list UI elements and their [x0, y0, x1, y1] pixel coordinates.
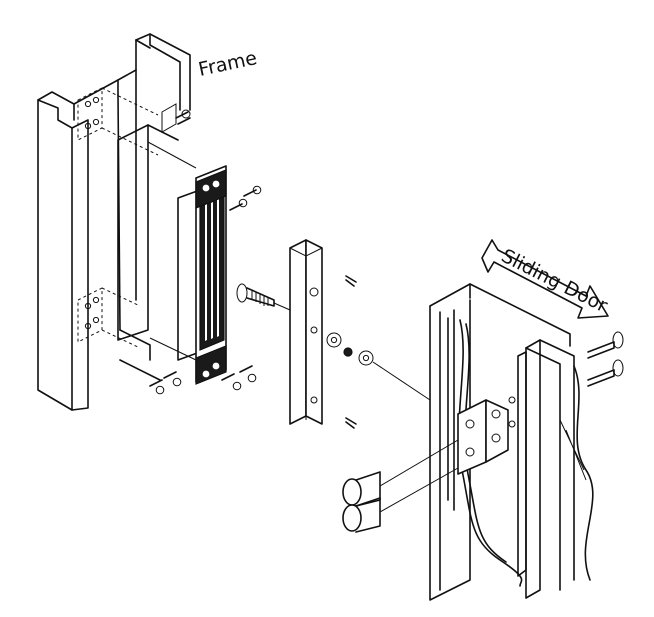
bracket-hole [92, 118, 100, 126]
sliding-door-frame [429, 283, 594, 601]
thumb-screw-icon [342, 478, 362, 506]
screw-head-icon [252, 185, 262, 195]
bracket-hole [84, 322, 92, 330]
mount-hole [212, 362, 220, 370]
plate-hole [310, 396, 318, 404]
thumb-screw-icon [342, 504, 362, 532]
screw-head-icon [612, 331, 624, 349]
screw-head-icon [181, 109, 191, 119]
door-frame [37, 33, 191, 411]
frame-label: Frame [196, 47, 258, 81]
screw-icon [587, 369, 615, 387]
pin-icon [345, 275, 357, 287]
bracket-hole [465, 419, 475, 429]
pin-icon [345, 417, 357, 429]
bracket-hole [92, 96, 100, 104]
plate-hole [310, 326, 318, 334]
bracket-hole [92, 296, 100, 304]
mount-hole [202, 370, 210, 378]
washer-icon [358, 350, 374, 366]
bracket-hole [465, 447, 475, 457]
screw-icon [163, 371, 177, 379]
door-bracket [457, 396, 516, 475]
bracket-hole [84, 122, 92, 130]
screw-icon [587, 341, 615, 359]
screw-icon [149, 379, 163, 387]
mount-hole [212, 180, 220, 188]
screw-head-icon [232, 381, 242, 391]
washer-icon [343, 347, 353, 357]
washer-icon [326, 332, 342, 348]
screw-head-icon [612, 359, 624, 377]
bracket-hole [84, 302, 92, 310]
screw-head-icon [155, 385, 165, 395]
mount-hole [202, 184, 210, 192]
bracket-hole [508, 396, 516, 404]
bracket-hole [92, 316, 100, 324]
screw-head-icon [172, 377, 182, 387]
bolt-head-icon [236, 283, 248, 303]
bracket-hole [491, 433, 501, 443]
sliding-direction-arrow: Sliding Door [481, 239, 611, 319]
door-screws [587, 331, 624, 387]
bolt-assembly [236, 275, 431, 429]
bracket-hole [508, 420, 516, 428]
bracket-hole [84, 100, 92, 108]
magnet-screws [149, 109, 262, 395]
plate-hole [309, 287, 319, 297]
screw-head-icon [247, 373, 257, 383]
screw-icon [243, 189, 257, 197]
electromagnet-body [147, 141, 227, 385]
bracket-hole [491, 409, 501, 419]
armature-plate [289, 239, 323, 425]
screw-head-icon [238, 198, 248, 208]
screw-icon [221, 373, 235, 381]
bottom-bracket [77, 287, 141, 349]
thumb-screws [342, 439, 459, 533]
screw-icon [239, 365, 253, 373]
top-bracket [77, 87, 177, 156]
